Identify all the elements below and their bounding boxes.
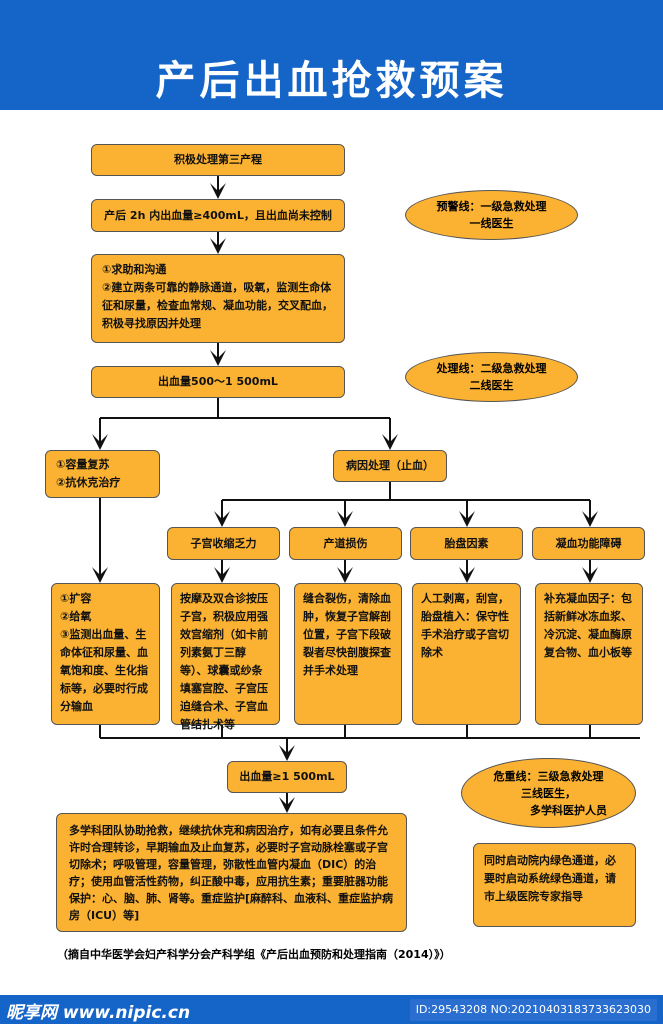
page-title: 产后出血抢救预案 (155, 58, 508, 104)
header-banner (0, 0, 663, 110)
action-line: ②建立两条可靠的静脉通道，吸氧，监测生命体征和尿量，检查血常规、凝血功能，交叉配… (102, 281, 333, 330)
watermark-logo[interactable]: 昵享网 www.nipic.cn (6, 1003, 191, 1023)
detail-line: ①扩容 (60, 592, 92, 605)
step-third-stage: 积极处理第三产程 (91, 144, 345, 176)
alert-level-2: 处理线：二级急救处理二线医生 (405, 352, 578, 402)
step-blood-loss-1500: 出血量≥1 500mL (227, 761, 347, 793)
footer: 昵享网 www.nipic.cn ID:29543208 NO:20210403… (0, 995, 663, 1024)
step-initial-actions: ①求助和沟通 ②建立两条可靠的静脉通道，吸氧，监测生命体征和尿量，检查血常规、凝… (91, 254, 345, 343)
detail-placental: 人工剥离，刮宫，胎盘植入：保守性手术治疗或子宫切除术 (412, 583, 521, 725)
cause-placental: 胎盘因素 (410, 527, 523, 560)
alert-text: 预警线：一级急救处理 (436, 200, 547, 213)
detail-coagulopathy: 补充凝血因子：包括新鲜冰冻血浆、冷沉淀、凝血酶原复合物、血小板等 (535, 583, 643, 725)
resus-line: ①容量复苏 (56, 458, 110, 471)
alert-text: 处理线：二级急救处理 (436, 362, 547, 375)
resuscitation-box: ①容量复苏 ②抗休克治疗 (45, 450, 160, 498)
action-line: ①求助和沟通 (102, 263, 167, 276)
alert-level-3: 危重线：三级急救处理三线医生， 多学科医护人员 (461, 758, 636, 828)
step-blood-loss-400: 产后 2h 内出血量≥400mL，且出血尚未控制 (91, 199, 345, 232)
alert-text: 一线医生 (469, 217, 514, 230)
alert-level-1: 预警线：一级急救处理一线医生 (405, 190, 578, 240)
alert-text: 多学科医护人员 (530, 803, 607, 817)
cause-treatment-box: 病因处理（止血） (333, 450, 447, 482)
detail-birth-canal: 缝合裂伤，清除血肿，恢复子宫解剖位置，子宫下段破裂者尽快剖腹探查并手术处理 (294, 583, 402, 725)
resus-line: ②抗休克治疗 (56, 476, 121, 489)
cause-birth-canal-injury: 产道损伤 (289, 527, 402, 560)
alert-text: 三线医生， (521, 786, 576, 800)
step-blood-loss-500-1500: 出血量500～1 500mL (91, 366, 345, 398)
detail-uterine-atony: 按摩及双合诊按压子宫，积极应用强效宫缩剂（如卡前列素氨丁三醇等）、球囊或纱条填塞… (171, 583, 280, 731)
cause-coagulopathy: 凝血功能障碍 (532, 527, 645, 560)
multidisciplinary-box: 多学科团队协助抢救，继续抗休克和病因治疗，如有必要且条件允许时合理转诊，早期输血… (56, 813, 407, 932)
cause-uterine-atony: 子宫收缩乏力 (167, 527, 280, 560)
alert-text: 危重线：三级急救处理 (493, 769, 604, 783)
alert-text: 二线医生 (469, 379, 514, 392)
citation: （摘自中华医学会妇产科学分会产科学组《产后出血预防和处理指南（2014）》） (57, 948, 451, 961)
detail-resuscitation: ①扩容 ②给氧 ③监测出血量、生命体征和尿量、血氧饱和度、生化指标等，必要时行成分输… (51, 583, 160, 725)
image-id: ID:29543208 NO:20210403183733623030 (409, 999, 657, 1021)
detail-line: ③监测出血量、生命体征和尿量、血氧饱和度、生化指标等，必要时行成分输血 (60, 628, 148, 713)
green-channel-box: 同时启动院内绿色通道，必要时启动系统绿色通道，请市上级医院专家指导 (473, 843, 636, 927)
detail-line: ②给氧 (60, 610, 92, 623)
